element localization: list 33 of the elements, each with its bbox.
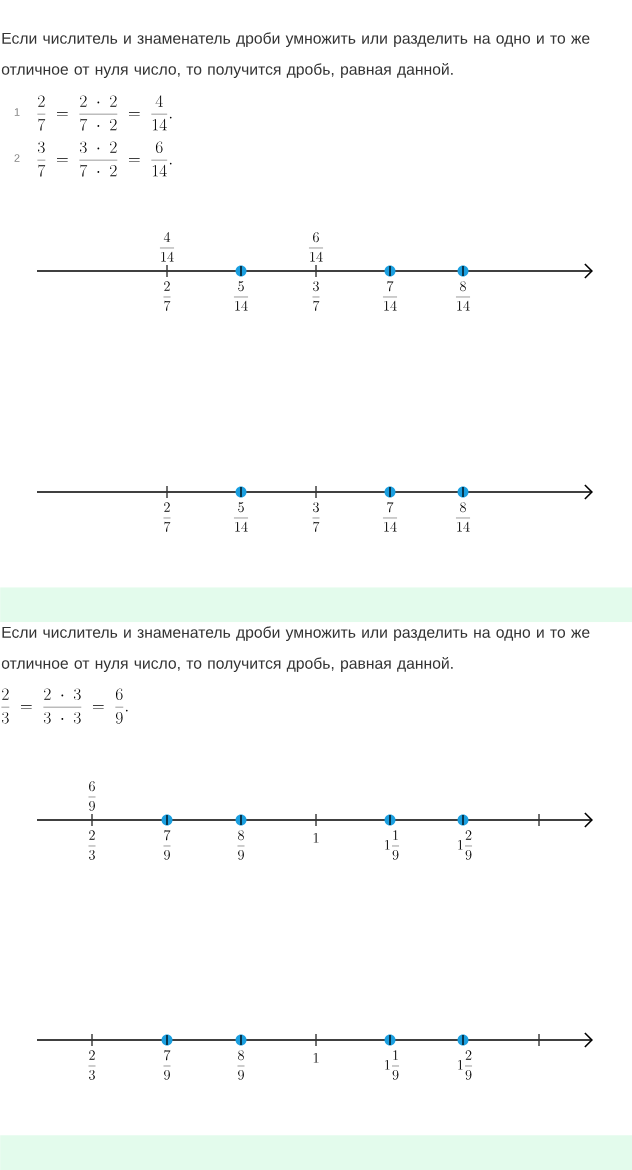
tick-label: $\frac{8}{14}$	[455, 502, 471, 532]
tick-label: $\frac{7}{9}$	[163, 830, 171, 860]
section-band	[0, 587, 632, 623]
tick-label: $\frac{7}{14}$	[382, 281, 398, 311]
tick-label: $\frac{5}{14}$	[233, 281, 249, 311]
tick-label: $1\frac{1}{9}$	[385, 1050, 400, 1080]
tick-label: $1$	[313, 833, 319, 843]
tick-label: $\frac{3}{7}$	[312, 502, 320, 532]
tick-label: $\frac{3}{7}$	[312, 281, 320, 311]
equation: $\frac{2}{7}\;=\;\frac{2\;\cdot\;2}{7\;\cdot\;2}\;=\;\frac{4}{14}.$	[37, 95, 172, 131]
item-number: 2	[14, 154, 20, 162]
tick-label: $1\frac{2}{9}$	[458, 830, 473, 860]
section-band	[0, 1135, 632, 1170]
tick-label: $\frac{6}{14}$	[308, 232, 324, 262]
tick-label: $\frac{7}{9}$	[163, 1050, 171, 1080]
tick-label: $\frac{6}{9}$	[88, 781, 96, 811]
rule-text: Если числитель и знаменатель дроби умножить или разделить на одно и то же отличное от нуля число, то получится дробь, равная данной.	[1, 32, 590, 78]
tick-label: $\frac{5}{14}$	[233, 502, 249, 532]
item-number: 1	[14, 108, 20, 116]
tick-label: $\frac{2}{3}$	[88, 1050, 96, 1080]
tick-label: $1$	[313, 1053, 319, 1063]
equation: $\frac{3}{7}\;=\;\frac{3\;\cdot\;2}{7\;\cdot\;2}\;=\;\frac{6}{14}.$	[37, 141, 172, 177]
tick-label: $\frac{2}{7}$	[163, 502, 171, 532]
tick-label: $\frac{4}{14}$	[159, 232, 175, 262]
tick-label: $\frac{2}{7}$	[163, 281, 171, 311]
tick-label: $\frac{7}{14}$	[382, 502, 398, 532]
equation: $\frac{2}{3}\;=\;\frac{2\;\cdot\;3}{3\;\cdot\;3}\;=\;\frac{6}{9}.$	[1, 688, 128, 724]
tick-label: $\frac{8}{9}$	[237, 1050, 245, 1080]
tick-label: $1\frac{2}{9}$	[458, 1050, 473, 1080]
tick-label: $1\frac{1}{9}$	[385, 830, 400, 860]
tick-label: $\frac{2}{3}$	[88, 830, 96, 860]
tick-label: $\frac{8}{14}$	[455, 281, 471, 311]
tick-label: $\frac{8}{9}$	[237, 830, 245, 860]
